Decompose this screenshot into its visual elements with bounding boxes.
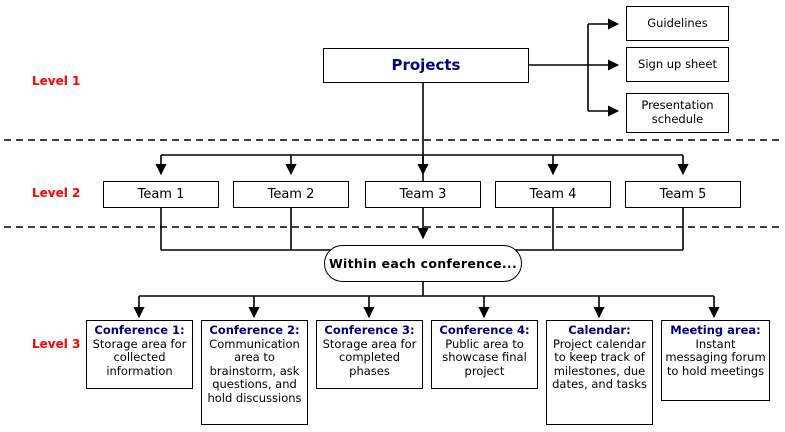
node-team-2-label: Team 2 [267, 186, 315, 202]
level-label-1: Level 1 [32, 74, 81, 88]
node-calendar-body: Project calendar to keep track of milest… [552, 336, 647, 392]
node-presentation-schedule-label: Presentation schedule [641, 98, 714, 126]
level-label-3: Level 3 [32, 337, 81, 351]
node-projects[interactable]: Projects [323, 48, 529, 83]
node-meeting-area-body: Instant messaging forum to hold meetings [665, 336, 766, 378]
node-conference-2[interactable]: Conference 2: Communication area to brai… [201, 320, 308, 425]
node-conference-3[interactable]: Conference 3: Storage area for completed… [316, 320, 423, 389]
node-calendar[interactable]: Calendar: Project calendar to keep track… [546, 320, 653, 425]
node-meeting-area-title: Meeting area: [670, 323, 761, 337]
node-conference-2-body: Communication area to brainstorm, ask qu… [207, 336, 302, 405]
node-meeting-area[interactable]: Meeting area: Instant messaging forum to… [661, 320, 770, 401]
node-team-2[interactable]: Team 2 [233, 181, 349, 208]
node-team-1-label: Team 1 [137, 186, 185, 202]
node-conference-4-title: Conference 4: [439, 323, 530, 337]
node-team-1[interactable]: Team 1 [103, 181, 219, 208]
node-conference-3-body: Storage area for completed phases [322, 336, 417, 378]
node-conference-4-body: Public area to showcase final project [442, 336, 527, 378]
node-team-4[interactable]: Team 4 [495, 181, 611, 208]
node-conference-3-title: Conference 3: [324, 323, 415, 337]
node-conference-1-title: Conference 1: [94, 323, 185, 337]
node-within-each-conference-label: Within each conference... [328, 256, 518, 271]
node-guidelines-label: Guidelines [647, 15, 708, 30]
level-label-2: Level 2 [32, 186, 81, 200]
node-team-5[interactable]: Team 5 [625, 181, 741, 208]
node-team-4-label: Team 4 [529, 186, 577, 202]
node-sign-up-sheet[interactable]: Sign up sheet [626, 47, 729, 82]
node-conference-4[interactable]: Conference 4: Public area to showcase fi… [431, 320, 538, 389]
node-projects-label: Projects [391, 55, 461, 74]
node-conference-1[interactable]: Conference 1: Storage area for collected… [86, 320, 193, 389]
node-guidelines[interactable]: Guidelines [626, 6, 729, 41]
node-team-5-label: Team 5 [659, 186, 707, 202]
node-within-each-conference[interactable]: Within each conference... [324, 245, 522, 282]
node-calendar-title: Calendar: [568, 323, 631, 337]
node-team-3[interactable]: Team 3 [365, 181, 481, 208]
node-sign-up-sheet-label: Sign up sheet [638, 56, 717, 71]
node-presentation-schedule[interactable]: Presentation schedule [626, 93, 729, 133]
node-conference-2-title: Conference 2: [209, 323, 300, 337]
node-team-3-label: Team 3 [399, 186, 447, 202]
node-conference-1-body: Storage area for collected information [92, 336, 187, 378]
